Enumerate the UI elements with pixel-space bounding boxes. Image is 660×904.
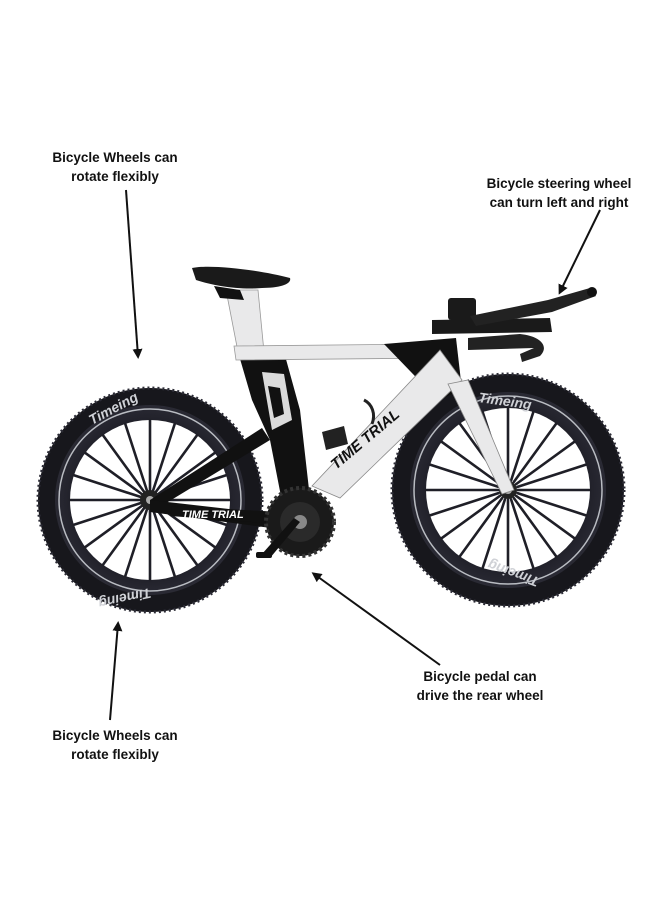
saddle [192, 266, 291, 300]
wheel-spoke [156, 451, 217, 496]
wheel-spoke [512, 422, 558, 484]
annotation-line: can turn left and right [489, 195, 629, 210]
annotation-line: Bicycle Wheels can [52, 150, 178, 165]
wheel-spoke [428, 463, 500, 489]
wheel-spoke [440, 494, 502, 540]
wheel-spoke [101, 433, 146, 494]
crankset [256, 486, 336, 558]
wheel-spoke [83, 504, 144, 549]
wheel-spoke [154, 506, 199, 567]
annotation-rear-wheel-top: Bicycle Wheels can rotate flexibly [20, 148, 210, 186]
wheel-spoke [516, 491, 588, 517]
wheel-spoke [514, 494, 576, 540]
wheel-spoke [516, 463, 588, 489]
wheel-spoke [514, 440, 576, 486]
wheel-spoke [512, 496, 558, 558]
wheel-spoke [123, 508, 149, 578]
wheel-spoke [151, 422, 177, 492]
annotation-line: Bicycle pedal can [423, 669, 537, 684]
arrow-rear-wheel-bottom [109, 621, 123, 721]
wheel-spoke [509, 410, 535, 482]
wheel-spoke [428, 491, 500, 517]
wheel-spoke [151, 508, 177, 578]
annotation-steering: Bicycle steering wheel can turn left and… [468, 174, 650, 212]
chainstay-decal: TIME TRIAL [182, 509, 244, 521]
annotation-line: rotate flexibly [71, 747, 159, 762]
wheel-spoke [123, 422, 149, 492]
annotation-line: Bicycle Wheels can [52, 728, 178, 743]
bicycle-frame: TIME TRIAL TIME TRIAL [150, 289, 515, 530]
annotation-line: rotate flexibly [71, 169, 159, 184]
wheel-spoke [481, 498, 507, 570]
annotation-pedal: Bicycle pedal can drive the rear wheel [380, 667, 580, 705]
wheel-spoke [72, 473, 142, 499]
annotation-line: drive the rear wheel [416, 688, 544, 703]
wheel-spoke [458, 496, 504, 558]
annotation-rear-wheel-bottom: Bicycle Wheels can rotate flexibly [20, 726, 210, 764]
annotation-line: Bicycle steering wheel [486, 176, 632, 191]
wheel-spoke [83, 451, 144, 496]
wheel-spoke [101, 506, 146, 567]
arrow-pedal [311, 572, 441, 666]
arrow-rear-wheel-top [125, 189, 143, 359]
wheel-spoke [509, 498, 535, 570]
arrow-steering [558, 209, 601, 295]
wheel-spoke [440, 440, 502, 486]
wheel-spoke [154, 433, 199, 494]
handlebar [432, 287, 597, 362]
rim-brand-text: Timeing [478, 389, 534, 412]
wheel-spoke [72, 501, 142, 527]
